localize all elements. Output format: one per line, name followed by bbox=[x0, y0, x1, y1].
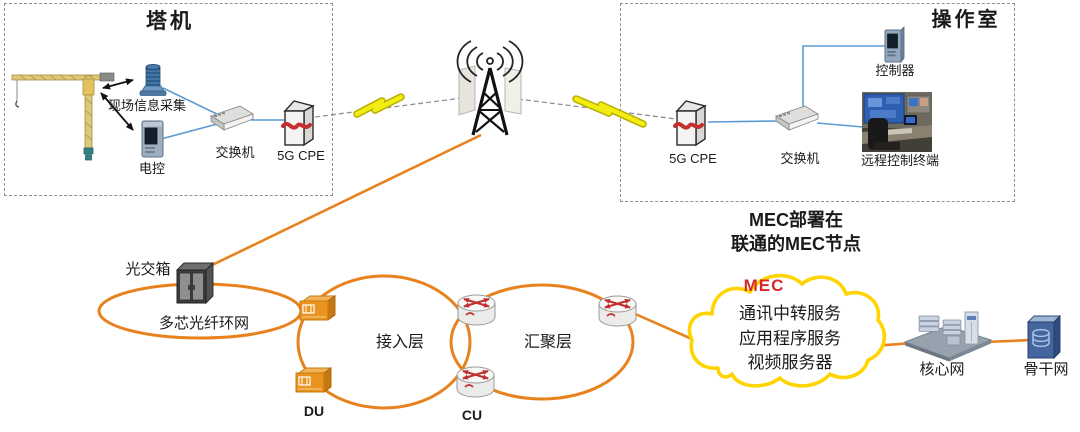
core-network-label: 核心网 bbox=[919, 361, 965, 378]
tower-box-title: 塔机 bbox=[146, 10, 194, 33]
mec-cloud-title: MEC bbox=[743, 276, 785, 295]
lightning-bolt-left bbox=[353, 93, 405, 118]
cpe-label-tower: 5G CPE bbox=[277, 148, 325, 163]
du-box-icon-upper bbox=[299, 295, 337, 321]
tower-crane-icon bbox=[11, 72, 115, 161]
electric-control-label: 电控 bbox=[138, 161, 165, 176]
site-info-collector-label: 现场信息采集 bbox=[107, 98, 186, 113]
5g-cpe-icon-operation bbox=[673, 100, 707, 147]
mec-cloud bbox=[687, 273, 887, 388]
du-label: DU bbox=[303, 403, 325, 419]
signal-wave-icon bbox=[673, 121, 704, 130]
lightning-bolt-right bbox=[572, 95, 647, 128]
cu-label: CU bbox=[461, 407, 483, 423]
signal-wave-icon bbox=[281, 121, 312, 130]
operation-box-title: 操作室 bbox=[931, 9, 1001, 31]
controller-icon bbox=[884, 26, 905, 64]
cpe-label-operation: 5G CPE bbox=[669, 151, 717, 166]
data-flow-arrows bbox=[100, 78, 134, 131]
lan-cables bbox=[160, 45, 886, 140]
access-layer-label: 接入层 bbox=[375, 334, 424, 351]
operation-group-box bbox=[620, 3, 1015, 202]
switch-icon-operation bbox=[774, 105, 820, 131]
router-icon-cu-lower bbox=[456, 366, 495, 398]
fiber-ring-network bbox=[97, 133, 1033, 410]
5g-cpe-icon-tower bbox=[281, 100, 315, 147]
tower-group-box bbox=[4, 3, 333, 196]
fiber-ring-label: 多芯光纤环网 bbox=[158, 315, 249, 332]
switch-label-tower: 交换机 bbox=[215, 145, 255, 160]
optical-cross-box-label: 光交箱 bbox=[125, 261, 171, 278]
database-icon bbox=[1032, 328, 1050, 348]
router-icon-cu-upper bbox=[457, 294, 496, 326]
aggregation-layer-label: 汇聚层 bbox=[523, 334, 572, 351]
backbone-network-label: 骨干网 bbox=[1023, 361, 1069, 378]
switch-icon-tower bbox=[209, 105, 255, 131]
core-network-icon bbox=[903, 311, 993, 362]
mec-service-relay: 通讯中转服务 bbox=[739, 304, 841, 323]
site-info-collector-icon bbox=[139, 64, 167, 96]
controller-label: 控制器 bbox=[875, 63, 915, 78]
du-box-icon-lower bbox=[295, 367, 333, 393]
mec-service-video: 视频服务器 bbox=[747, 353, 833, 372]
remote-terminal-photo bbox=[862, 92, 932, 152]
mec-note-line1: MEC部署在 bbox=[749, 210, 843, 230]
mec-service-app: 应用程序服务 bbox=[739, 329, 841, 348]
optical-cross-box-icon bbox=[175, 261, 215, 305]
mec-note-line2: 联通的MEC节点 bbox=[731, 234, 861, 254]
electric-control-icon bbox=[141, 120, 164, 158]
base-station-tower-icon bbox=[456, 40, 524, 136]
router-icon-aggregation bbox=[598, 295, 637, 327]
remote-terminal-label: 远程控制终端 bbox=[860, 153, 939, 168]
backbone-network-icon bbox=[1026, 314, 1062, 360]
radio-waves-icon bbox=[456, 40, 524, 83]
switch-label-operation: 交换机 bbox=[780, 151, 820, 166]
